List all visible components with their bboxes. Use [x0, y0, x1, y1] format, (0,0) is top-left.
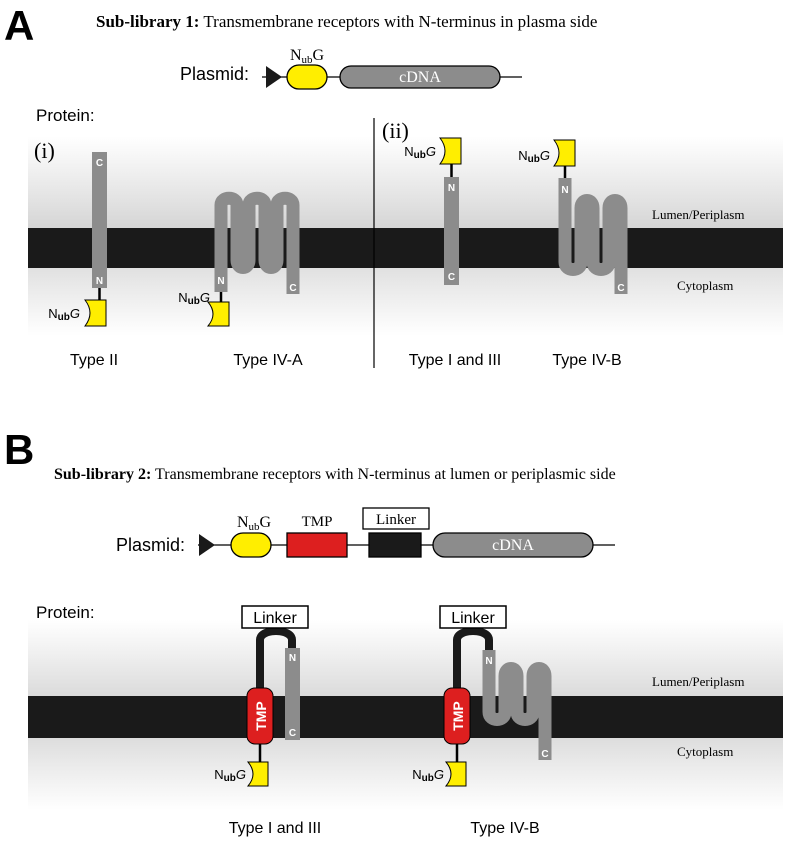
plasmid-a-cdna-label: cDNA: [399, 69, 441, 86]
plasmid-a-cdna-box: [339, 65, 501, 89]
plasmid-a-nubg-label: NubG: [290, 47, 325, 66]
b-type-iv-b-c-terminus: C: [541, 749, 548, 760]
panel-a-title-rest: Transmembrane receptors with N-terminus …: [199, 12, 597, 31]
b-type-i-iii-c-terminus: C: [289, 728, 296, 739]
plasmid-b-construct: Plasmid: NubG TMP Linker cDNA: [116, 507, 615, 558]
plasmid-b-tmp-label: TMP: [302, 514, 333, 530]
panel-b-title-bold: Sub-library 2:: [54, 466, 151, 483]
plasmid-a-nubg-box: [286, 64, 328, 90]
type-iv-b-receptor: [558, 178, 628, 294]
b-type-label-type-i-iii: Type I and III: [229, 820, 322, 837]
type-ii-n-terminus: N: [96, 276, 103, 287]
type-iv-b-protein: NubG N C: [518, 139, 628, 294]
type-label-type-iv-a: Type IV-A: [233, 352, 303, 369]
b-type-iv-b-nubg-label: NubG: [412, 767, 444, 784]
type-label-type-ii: Type II: [70, 352, 118, 369]
plasmid-b-label: Plasmid:: [116, 535, 185, 555]
type-iv-b-nubg-tag: [552, 139, 576, 167]
plasmid-b-tmp-box: [286, 532, 348, 558]
section-ii-label: (ii): [382, 118, 409, 143]
panel-b: B Sub-library 2: Transmembrane receptors…: [4, 426, 783, 837]
b-type-i-iii-linker: [256, 627, 296, 694]
type-ii-receptor: [92, 152, 107, 288]
type-ii-c-terminus: C: [96, 158, 103, 169]
type-i-iii-nubg-tag: [438, 137, 462, 165]
panel-a-title-bold: Sub-library 1:: [96, 12, 199, 31]
section-i-label: (i): [34, 138, 55, 163]
type-i-iii-c-terminus: C: [448, 272, 455, 283]
b-type-iv-b-receptor: [482, 650, 552, 760]
type-ii-nubg-label: NubG: [48, 306, 80, 323]
panel-b-title: Sub-library 2: Transmembrane receptors w…: [54, 466, 616, 483]
panel-a-letter: A: [4, 2, 34, 49]
plasmid-b-linker-box: [368, 532, 422, 558]
panel-b-cytoplasm-label: Cytoplasm: [677, 744, 733, 759]
type-iv-a-protein: N C NubG: [178, 191, 300, 327]
panel-b-title-rest: Transmembrane receptors with N-terminus …: [151, 466, 615, 483]
plasmid-b-cdna-box: [432, 532, 594, 558]
plasmid-a-construct: Plasmid: NubG cDNA: [180, 47, 522, 90]
type-iv-a-c-terminus: C: [289, 283, 296, 294]
type-label-type-i-iii: Type I and III: [409, 352, 502, 369]
b-type-iv-b-n-terminus: N: [485, 656, 492, 667]
type-iv-b-nubg-label: NubG: [518, 148, 550, 165]
b-type-iv-b-linker-tag: [439, 605, 507, 629]
panel-a-membrane: [28, 228, 783, 268]
plasmid-b-cdna-label: cDNA: [492, 537, 534, 554]
panel-b-lumen-label: Lumen/Periplasm: [652, 674, 744, 689]
b-type-i-iii-nubg-label: NubG: [214, 767, 246, 784]
type-iv-b-n-terminus: N: [561, 185, 568, 196]
type-ii-protein: C N NubG: [48, 152, 107, 327]
b-type-i-iii-protein: Linker N C TMP NubG: [214, 605, 309, 787]
b-type-i-iii-nubg-tag: [246, 761, 269, 787]
plasmid-b-promoter-arrow: [199, 534, 215, 556]
plasmid-b-linker-label: Linker: [376, 512, 416, 528]
panel-a-lumen-label: Lumen/Periplasm: [652, 207, 744, 222]
plasmid-b-nubg-label: NubG: [237, 514, 272, 533]
b-type-iv-b-linker-label: Linker: [451, 610, 495, 627]
type-label-type-iv-b: Type IV-B: [552, 352, 621, 369]
type-iv-a-nubg-label: NubG: [178, 290, 210, 307]
type-i-iii-receptor: [444, 177, 459, 285]
type-ii-nubg-tag: [83, 299, 107, 327]
type-i-iii-protein: NubG N C: [404, 137, 462, 285]
panel-a-cytoplasm-label: Cytoplasm: [677, 278, 733, 293]
b-type-i-iii-receptor: [285, 648, 300, 740]
plasmid-a-promoter-arrow: [266, 66, 282, 88]
panel-b-membrane: [28, 696, 783, 738]
type-i-iii-nubg-label: NubG: [404, 144, 436, 161]
panel-a: A Sub-library 1: Transmembrane receptors…: [4, 2, 783, 369]
b-type-i-iii-linker-label: Linker: [253, 610, 297, 627]
type-iv-a-n-terminus: N: [217, 276, 224, 287]
plasmid-b-linker-tag: [362, 507, 430, 530]
b-type-iv-b-tmp-label: TMP: [450, 701, 466, 731]
panel-b-letter: B: [4, 426, 34, 473]
type-iv-b-c-terminus: C: [617, 283, 624, 294]
b-type-iv-b-linker: [453, 627, 493, 694]
b-type-i-iii-tmp-label: TMP: [253, 701, 269, 731]
type-iv-a-receptor: [214, 191, 300, 294]
panel-b-protein-label: Protein:: [36, 603, 95, 622]
type-i-iii-n-terminus: N: [448, 183, 455, 194]
b-type-iv-b-protein: Linker N C TMP NubG: [412, 605, 552, 787]
type-iv-a-nubg-tag: [206, 301, 230, 327]
b-type-label-type-iv-b: Type IV-B: [470, 820, 539, 837]
panel-a-protein-label: Protein:: [36, 106, 95, 125]
plasmid-a-label: Plasmid:: [180, 64, 249, 84]
plasmid-b-nubg-box: [230, 532, 272, 558]
b-type-i-iii-n-terminus: N: [289, 653, 296, 664]
b-type-i-iii-linker-tag: [241, 605, 309, 629]
panel-a-title: Sub-library 1: Transmembrane receptors w…: [96, 12, 597, 31]
b-type-iv-b-nubg-tag: [444, 761, 467, 787]
